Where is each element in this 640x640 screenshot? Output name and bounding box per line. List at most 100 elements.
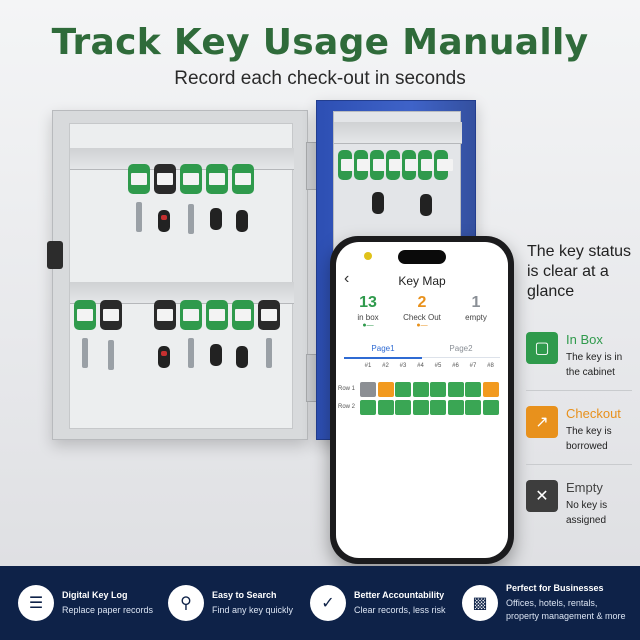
legend-title: Checkout (566, 406, 621, 421)
key-tag (370, 150, 389, 180)
column-label: #3 (399, 363, 407, 369)
column-label: #1 (364, 363, 372, 369)
app-screen: ‹ Key Map 13 in box ●— 2 Check Out ●— 1 … (336, 242, 508, 558)
legend-title: Empty (566, 480, 603, 495)
key-slot-checkout[interactable] (377, 382, 394, 397)
feature-desc: Clear records, less risk (354, 605, 446, 615)
legend-in-box: ▢ In Box The key is in the cabinet (526, 332, 636, 378)
key-tag (434, 150, 453, 180)
key-slot-checkout[interactable] (482, 382, 499, 397)
key-slot-inbox[interactable] (412, 400, 429, 415)
chevron-left-icon[interactable]: ‹ (344, 270, 350, 287)
key (108, 340, 114, 370)
car-fob (236, 346, 248, 368)
row-label: Row 1 (338, 386, 356, 392)
key-slot-inbox[interactable] (412, 382, 429, 397)
key-tag (232, 164, 254, 194)
key-tag (258, 300, 280, 330)
app-title: Key Map (398, 274, 446, 288)
column-label: #6 (452, 363, 459, 369)
key-tag (402, 150, 421, 180)
box-icon: ▢ (526, 332, 558, 364)
legend-desc: The key is in the cabinet (566, 352, 623, 378)
clipboard-icon: ☰ (18, 585, 54, 621)
car-fob (158, 210, 170, 232)
column-label: #5 (434, 363, 442, 369)
stat-value: 2 (417, 294, 427, 311)
stat-value: 1 (471, 294, 481, 311)
subheadline: Record each check-out in seconds (174, 68, 466, 89)
key-tag (180, 300, 202, 330)
stat-label: Check Out (403, 313, 441, 322)
phone: ‹ Key Map 13 in box ●— 2 Check Out ●— 1 … (330, 236, 514, 564)
headline: Track Key Usage Manually (51, 22, 589, 63)
key-tag (418, 150, 437, 180)
key (82, 338, 88, 368)
legend-title: In Box (566, 332, 603, 347)
key-tag (100, 300, 122, 330)
key-slot-inbox[interactable] (377, 400, 394, 415)
tab-page1[interactable]: Page1 (371, 344, 395, 353)
legend-empty: ✕ Empty No key is assigned (526, 480, 636, 526)
legend-desc: The key is borrowed (566, 426, 612, 452)
key-icon: ●— (416, 322, 428, 329)
page-tabs: Page1 Page2 (344, 342, 500, 358)
divider (526, 390, 632, 391)
column-label: #2 (382, 363, 389, 369)
door-hook-bar (334, 122, 462, 144)
legend-heading: The key status is clear at a glance (527, 243, 632, 300)
external-link-icon: ↗ (526, 406, 558, 438)
car-fob (372, 192, 384, 214)
feature-desc-line: property management & more (506, 611, 626, 621)
car-fob (210, 208, 222, 230)
feature-title: Digital Key Log (62, 590, 128, 600)
active-tab-indicator (344, 357, 422, 359)
car-fob (236, 210, 248, 232)
feature-footer: ☰ Digital Key Log Replace paper records … (0, 566, 640, 640)
legend-desc: No key is assigned (566, 500, 608, 526)
car-fob (420, 194, 432, 216)
feature-title: Perfect for Businesses (506, 583, 604, 593)
key-tag (206, 300, 228, 330)
shield-check-icon: ✓ (310, 585, 346, 621)
stat-in-box[interactable]: 13 in box ●— (340, 294, 396, 329)
key-icon: ●— (362, 322, 374, 329)
dynamic-island (398, 250, 446, 264)
key-tag (180, 164, 202, 194)
key-tag (338, 150, 357, 180)
feature-desc: Replace paper records (62, 605, 154, 615)
key-tag (154, 300, 176, 330)
key-slot-inbox[interactable] (447, 400, 464, 415)
key-slot-inbox[interactable] (482, 400, 499, 415)
key-slot-inbox[interactable] (430, 382, 446, 397)
close-icon: ✕ (526, 480, 558, 512)
stat-empty[interactable]: 1 empty (448, 294, 504, 322)
divider (526, 464, 632, 465)
key-tag (154, 164, 176, 194)
cabinet-interior (69, 123, 294, 429)
key-slot-inbox[interactable] (360, 400, 376, 415)
stat-check-out[interactable]: 2 Check Out ●— (394, 294, 450, 329)
car-fob (210, 344, 222, 366)
key-slot-inbox[interactable] (465, 382, 481, 397)
cabinet-lock (47, 241, 63, 269)
car-fob (158, 346, 170, 368)
key-slot-empty[interactable] (360, 382, 376, 397)
key-slot-inbox[interactable] (465, 400, 481, 415)
key-slot-inbox[interactable] (395, 382, 411, 397)
feature-title: Better Accountability (354, 590, 445, 600)
key-slot-inbox[interactable] (430, 400, 446, 415)
row-label: Row 2 (338, 404, 356, 410)
key-cabinet (47, 110, 308, 440)
column-label: #8 (487, 363, 494, 369)
key-tag (354, 150, 373, 180)
feature-desc-line: Offices, hotels, rentals, (506, 598, 598, 608)
search-icon: ⚲ (168, 585, 204, 621)
stat-value: 13 (359, 294, 377, 311)
stat-label: in box (357, 313, 379, 322)
key-slot-inbox[interactable] (447, 382, 464, 397)
feature-desc: Offices, hotels, rentals, property manage… (506, 597, 626, 623)
tab-page2[interactable]: Page2 (449, 344, 473, 353)
key-slot-inbox[interactable] (395, 400, 411, 415)
